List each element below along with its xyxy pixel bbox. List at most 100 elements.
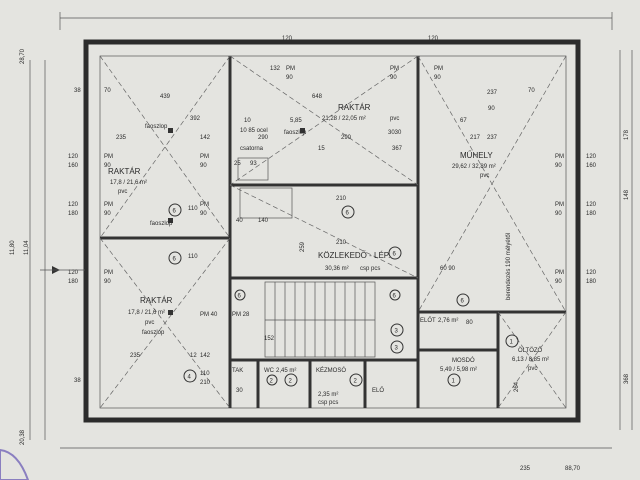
dim-235-b: 235: [130, 353, 141, 359]
marker-11: 3: [395, 329, 399, 335]
window-labels: PM 90 PM 90 PM 90 PM 90 PM 90 PM 90 PM 9…: [104, 66, 564, 336]
dim-392: 392: [190, 116, 201, 122]
room-kezmoso-name: KÉZMOSÓ: [316, 367, 346, 374]
csatorna-label: csatorna: [240, 146, 264, 152]
dim-120-d: 120: [586, 154, 597, 160]
dim-180-a: 180: [68, 211, 79, 217]
dim-110-c: 110: [200, 371, 210, 377]
dim-585: 5,85: [290, 118, 302, 124]
room-oltozo-area: 6,13 / 8,85 m²: [512, 357, 549, 363]
dim-259: 259: [300, 241, 306, 252]
dim-40: 40: [236, 218, 243, 224]
outer-wall: [83, 39, 581, 423]
dim-15: 15: [318, 146, 325, 152]
dim-368: 368: [624, 373, 630, 384]
dim-top-left: 28,70: [20, 48, 26, 64]
dim-110-b: 110: [188, 254, 198, 260]
dim-290-b: 290: [341, 135, 352, 141]
marker-12: 3: [395, 346, 399, 352]
room-kozlekedo-area: 30,36 m²: [325, 266, 349, 272]
room-kozlekedo-name: KÖZLEKEDŐ - LÉP.: [318, 251, 390, 260]
dim-160-b: 160: [586, 163, 597, 169]
marker-9: 1: [510, 340, 514, 346]
dim-648: 648: [312, 94, 323, 100]
marker-1: 6: [173, 209, 177, 215]
pm-label-11-val: 90: [555, 279, 562, 285]
room-raktar-nw-floor: pvc: [118, 189, 127, 195]
room-kezmoso-area: 2,35 m²: [318, 392, 338, 398]
pm-label-3: PM: [104, 270, 113, 276]
room-wc-area: 2,45 m²: [276, 368, 296, 374]
dim-180-c: 180: [586, 211, 597, 217]
room-raktar-sw-name: RAKTÁR: [140, 296, 173, 305]
dim-210-c: 210: [200, 380, 211, 386]
faoszlop-label-4: faoszlop: [284, 130, 307, 136]
dim-70-a: 70: [104, 88, 111, 94]
inner-wall-line: [99, 55, 567, 409]
note-2-label: 60 90: [440, 266, 456, 272]
dim-left-bottom: 20,38: [20, 429, 26, 445]
room-muhely-area: 29,62 / 32,89 m²: [452, 164, 496, 170]
room-kozlekedo-floor: csp pcs: [360, 266, 380, 272]
stamp-mark: [0, 448, 30, 480]
chimney-box: [237, 157, 269, 181]
dim-120-top-a: 120: [282, 36, 293, 42]
pm-label-4-val: 90: [200, 163, 207, 169]
room-mosdo-area: 5,49 / 5,98 m²: [440, 367, 477, 373]
section-marker: [40, 266, 85, 274]
dim-bottom-mid: 235: [520, 466, 531, 472]
room-labels: RAKTÁR 17,8 / 21,6 m² pvc RAKTÁR 17,8 / …: [108, 103, 549, 406]
pm-label-4: PM: [200, 154, 209, 160]
dim-38-b: 38: [74, 378, 81, 384]
ddr-label: 3030: [388, 130, 402, 136]
dashed-diagonals: [99, 55, 567, 409]
room-eloter-area: 2,76 m²: [438, 318, 458, 324]
pm-label-2-val: 90: [104, 211, 111, 217]
room-tak-name: TAK: [232, 368, 243, 374]
dim-160-a: 160: [68, 163, 79, 169]
dim-140: 140: [258, 218, 269, 224]
faoszlop-label-1: faoszlop: [145, 124, 168, 130]
room-raktar-sw-area: 17,8 / 21,6 m²: [128, 310, 165, 316]
pm-label-8-val: 90: [434, 75, 441, 81]
dim-30: 30: [236, 388, 243, 394]
dim-132: 132: [270, 66, 281, 72]
marker-6: 4: [188, 375, 192, 381]
pm-label-9: PM: [555, 154, 564, 160]
berendezes-label: berendezés 190 mélyétől: [506, 233, 512, 300]
room-oltozo-name: ÖLTÖZŐ: [518, 347, 543, 354]
equipment-box: [239, 187, 293, 219]
note-1-label: 10 85 ocel: [240, 128, 268, 134]
dim-180-b: 180: [68, 279, 79, 285]
pm-label-2: PM: [104, 202, 113, 208]
marker-2: 6: [173, 257, 177, 263]
room-raktar-top-floor: pvc: [390, 116, 399, 122]
room-eloter-name: ELŐT: [420, 317, 436, 324]
pm-label-1-val: 90: [104, 163, 111, 169]
dim-152: 152: [264, 336, 275, 342]
dim-367: 367: [392, 146, 403, 152]
marker-4: 6: [393, 252, 397, 258]
marker-10: 1: [452, 379, 456, 385]
marker-5: 6: [461, 299, 465, 305]
pm-label-10: PM: [555, 202, 564, 208]
pm-label-7: PM: [390, 66, 399, 72]
dim-120-a: 120: [68, 154, 79, 160]
pm-28-label: PM 28: [232, 312, 250, 318]
marker-13: 6: [238, 294, 242, 300]
pm-label-5-val: 90: [200, 211, 207, 217]
room-mosdo-name: MOSDÓ: [452, 357, 475, 364]
marker-15: 6: [393, 294, 397, 300]
room-raktar-top-name: RAKTÁR: [338, 103, 371, 112]
pillars: [168, 128, 305, 315]
room-muhely-name: MŰHELY: [460, 151, 493, 160]
dim-38-a: 38: [74, 88, 81, 94]
pm-label-3-val: 90: [104, 279, 111, 285]
dim-439: 439: [160, 94, 171, 100]
dim-90: 90: [488, 106, 495, 112]
room-raktar-sw-floor: pvc: [145, 320, 154, 326]
dimension-lines: [29, 12, 633, 449]
pm-label-9-val: 90: [555, 163, 562, 169]
dim-180-d: 180: [586, 279, 597, 285]
